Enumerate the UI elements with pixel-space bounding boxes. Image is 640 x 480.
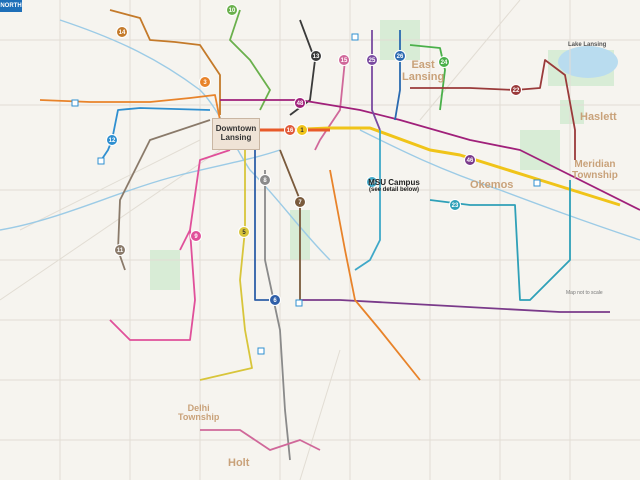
route-holt-line <box>200 429 321 451</box>
route-badge-label: 10 <box>229 8 236 14</box>
route-badge-8: 8 <box>259 174 271 186</box>
route-badge-label: 20 <box>369 180 376 186</box>
route-badge-label: 15 <box>341 58 348 64</box>
route-badge-23: 23 <box>449 199 461 211</box>
route-6-line <box>254 150 275 301</box>
route-badge-label: 8 <box>263 178 267 184</box>
route-badge-label: 25 <box>369 58 376 64</box>
route-12-line <box>99 107 211 163</box>
route-badge-label: 7 <box>298 200 302 206</box>
route-badge-6: 6 <box>269 294 281 306</box>
lake-lansing-label: Lake Lansing <box>568 42 607 48</box>
route-badge-14: 14 <box>116 26 128 38</box>
route-9-line <box>109 149 231 341</box>
route-badge-label: 11 <box>117 248 124 254</box>
scale-note: Map not to scale <box>566 290 603 296</box>
route-5-line <box>199 150 253 381</box>
route-badge-label: 26 <box>397 54 404 60</box>
route-14-line <box>109 9 221 115</box>
lake-lansing <box>558 46 618 78</box>
route-badge-label: 14 <box>119 30 126 36</box>
msu-campus-label: MSU Campus (see detail below) <box>368 178 420 194</box>
route-badge-label: 46 <box>467 158 474 164</box>
route-badge-label: 24 <box>441 60 448 66</box>
route-9b-line <box>179 229 191 251</box>
route-10-line <box>229 9 271 111</box>
route-15-line <box>314 59 346 151</box>
route-badge-25: 25 <box>366 54 378 66</box>
meridian-township-label: Meridian Township <box>572 159 618 181</box>
holt-label: Holt <box>228 457 250 469</box>
route-8-line <box>264 170 291 461</box>
route-badge-label: 3 <box>203 80 207 86</box>
route-badge-20: 20 <box>366 176 378 188</box>
route-badge-10: 10 <box>226 4 238 16</box>
route-badge-label: 16 <box>287 128 294 134</box>
delhi-township-label: Delhi Township <box>178 403 220 423</box>
transfer-stops <box>71 33 541 355</box>
route-40-line <box>329 169 421 381</box>
route-badge-12: 12 <box>106 134 118 146</box>
route-badge-11: 11 <box>114 244 126 256</box>
route-badge-3: 3 <box>199 76 211 88</box>
route-badge-label: 23 <box>452 203 459 209</box>
east-lansing-label: East Lansing <box>402 59 445 83</box>
route-badge-5: 5 <box>238 226 250 238</box>
downtown-lansing-label: Downtown Lansing <box>212 118 260 150</box>
route-badge-label: 22 <box>513 88 520 94</box>
route-3-line <box>39 94 221 121</box>
route-badge-15: 15 <box>338 54 350 66</box>
route-22-line <box>410 59 576 160</box>
route-7-line <box>279 149 301 300</box>
route-badge-48: 48 <box>294 97 306 109</box>
route-badge-label: 12 <box>109 138 116 144</box>
route-badge-26: 26 <box>394 50 406 62</box>
route-badge-label: 1 <box>300 128 304 134</box>
route-badge-label: 6 <box>273 298 277 304</box>
route-badge-7: 7 <box>294 196 306 208</box>
okemos-label: Okemos <box>470 179 514 191</box>
route-20-line <box>354 130 381 271</box>
route-badge-1: 1 <box>296 124 308 136</box>
route-badge-46: 46 <box>464 154 476 166</box>
route-badge-label: 5 <box>242 230 246 236</box>
route-badge-22: 22 <box>510 84 522 96</box>
route-11-line <box>117 119 211 271</box>
route-badge-label: 13 <box>313 54 320 60</box>
route-23-line <box>429 180 571 301</box>
route-badges: 14 10 3 12 11 13 15 16 1 48 25 26 24 22 46 20 23 9 5 6 7 8 <box>106 4 522 306</box>
haslett-label: Haslett <box>580 111 617 123</box>
north-badge: NORTH <box>0 0 22 12</box>
route-badge-9: 9 <box>190 230 202 242</box>
route-46-line <box>300 299 610 313</box>
route-badge-label: 9 <box>194 234 198 240</box>
route-badge-16: 16 <box>284 124 296 136</box>
route-badge-24: 24 <box>438 56 450 68</box>
route-badge-13: 13 <box>310 50 322 62</box>
route-badge-label: 48 <box>297 101 304 107</box>
